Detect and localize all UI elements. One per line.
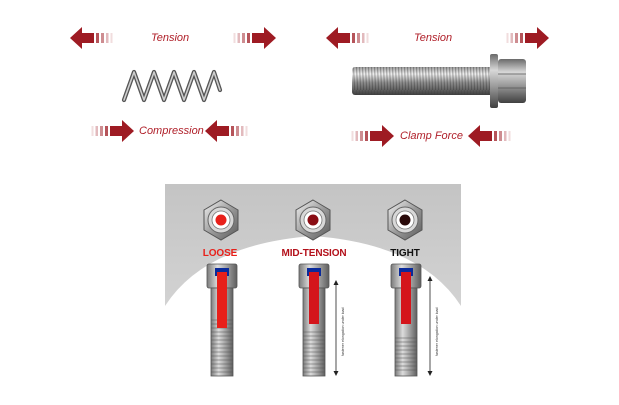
tight-bolt-cutaway [390, 263, 422, 377]
loose-bolt-cutaway [206, 263, 238, 377]
left-arrow-icon [70, 27, 113, 49]
left-arrow-icon [205, 120, 248, 142]
elongation-note-mid: fastener elongation under load [341, 307, 345, 356]
spring-tension-label: Tension [151, 32, 190, 44]
elongation-arrow-icon [427, 276, 433, 376]
left-arrow-icon [326, 27, 369, 49]
loose-bolt-top-view-icon [203, 199, 239, 241]
mid-tension-bolt-center-dot [307, 214, 319, 226]
left-arrow-icon [468, 125, 511, 147]
mid-tension-bolt-top-view-icon [295, 199, 331, 241]
bolt-tension-label: Tension [414, 32, 453, 44]
elongation-arrow-icon [333, 280, 339, 376]
state-label-mid-tension: MID-TENSION [281, 248, 347, 259]
bolt-clamp-force-label: Clamp Force [400, 130, 463, 142]
tight-bolt-top-view-icon [387, 199, 423, 241]
right-arrow-icon [233, 27, 276, 49]
spring-compression-label: Compression [139, 125, 204, 137]
bolt-illustration [352, 54, 526, 108]
mid-tension-bolt-cutaway [298, 263, 330, 377]
right-arrow-icon [506, 27, 549, 49]
state-label-loose: LOOSE [202, 248, 238, 259]
loose-bolt-center-dot [215, 214, 227, 226]
state-label-tight: TIGHT [390, 248, 420, 259]
right-arrow-icon [351, 125, 394, 147]
spring-illustration [121, 69, 223, 103]
right-arrow-icon [91, 120, 134, 142]
tight-bolt-center-dot [399, 214, 411, 226]
elongation-note-tight: fastener elongation under load [435, 307, 439, 356]
bolt-tension-states-panel: LOOSE MID-TENSION fastener elongation un… [165, 184, 461, 405]
